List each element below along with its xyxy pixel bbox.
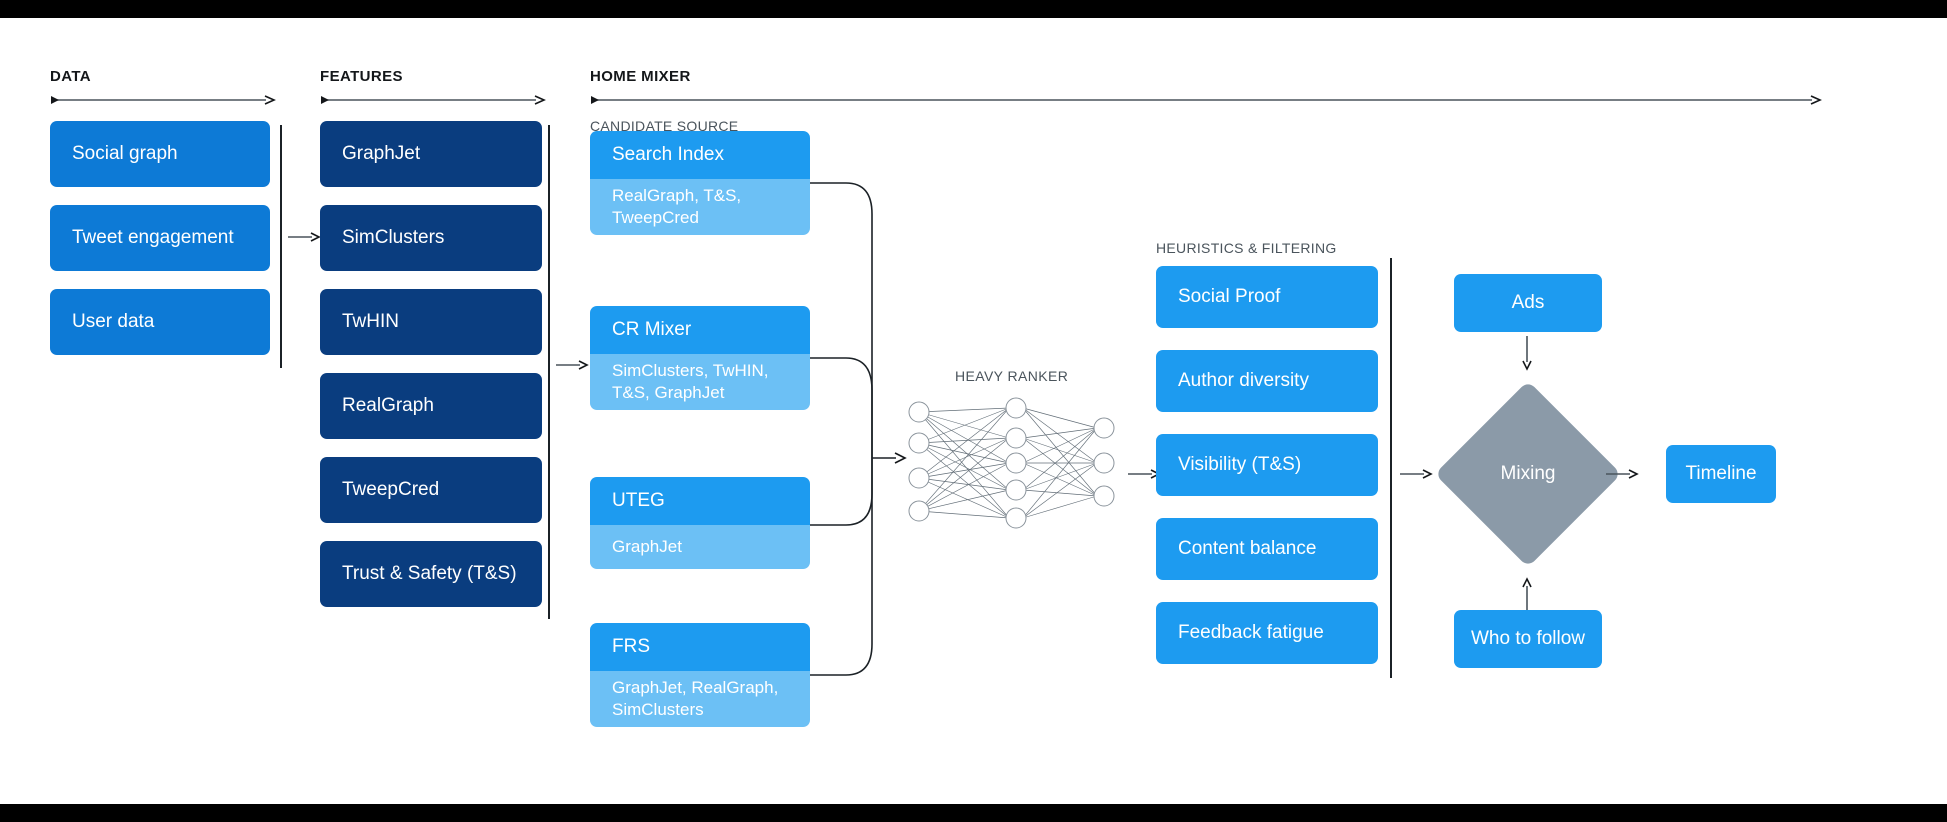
letterbox-bottom	[0, 804, 1947, 822]
feature-box-2[interactable]: TwHIN	[320, 289, 542, 355]
candidate-source-title: Search Index	[590, 131, 810, 179]
sublabel-heuristics: HEURISTICS & FILTERING	[1156, 240, 1337, 256]
candidate-source-features: SimClusters, TwHIN, T&S, GraphJet	[590, 354, 810, 410]
section-arrow-features	[320, 95, 546, 105]
data-box-2[interactable]: User data	[50, 289, 270, 355]
divider-features-mixer	[548, 125, 550, 619]
feature-box-label: Trust & Safety (T&S)	[342, 563, 517, 585]
who-to-follow-label: Who to follow	[1470, 628, 1586, 650]
candidate-source-features: GraphJet, RealGraph, SimClusters	[590, 671, 810, 727]
heuristic-box-1[interactable]: Author diversity	[1156, 350, 1378, 412]
divider-data-features	[280, 125, 282, 368]
heuristic-box-2[interactable]: Visibility (T&S)	[1156, 434, 1378, 496]
data-box-1[interactable]: Tweet engagement	[50, 205, 270, 271]
feature-box-label: SimClusters	[342, 227, 445, 249]
heuristic-box-label: Visibility (T&S)	[1178, 454, 1302, 476]
sublabel-heavy-ranker: HEAVY RANKER	[955, 368, 1069, 384]
mixing-diamond[interactable]: Mixing	[1434, 380, 1622, 568]
ads-box[interactable]: Ads	[1454, 274, 1602, 332]
data-box-label: Tweet engagement	[72, 227, 234, 249]
feature-box-label: TwHIN	[342, 311, 399, 333]
section-label-features: FEATURES	[320, 68, 403, 85]
heuristic-box-0[interactable]: Social Proof	[1156, 266, 1378, 328]
feature-box-label: GraphJet	[342, 143, 421, 165]
arrow-ads-to-mixing	[1521, 336, 1533, 371]
heuristic-box-label: Content balance	[1178, 538, 1317, 560]
data-box-label: Social graph	[72, 143, 178, 165]
section-arrow-data	[50, 95, 276, 105]
feature-box-label: RealGraph	[342, 395, 434, 417]
diagram-canvas: DATA FEATURES HOME MIXER CA	[0, 18, 1947, 804]
arrow-heuristics-to-mixing	[1400, 468, 1433, 480]
feature-box-1[interactable]: SimClusters	[320, 205, 542, 271]
mixing-label: Mixing	[1500, 463, 1556, 484]
heuristic-box-3[interactable]: Content balance	[1156, 518, 1378, 580]
feature-box-5[interactable]: Trust & Safety (T&S)	[320, 541, 542, 607]
ads-label: Ads	[1511, 292, 1545, 314]
heavy-ranker-network	[905, 397, 1120, 529]
heuristic-box-label: Feedback fatigue	[1178, 622, 1324, 644]
candidate-source-title: FRS	[590, 623, 810, 671]
candidate-source-0[interactable]: Search Index RealGraph, T&S, TweepCred	[590, 131, 810, 235]
timeline-label: Timeline	[1685, 463, 1757, 485]
feature-box-4[interactable]: TweepCred	[320, 457, 542, 523]
sublabel-candidate-source: CANDIDATE SOURCE	[590, 118, 739, 134]
who-to-follow-box[interactable]: Who to follow	[1454, 610, 1602, 668]
feature-box-0[interactable]: GraphJet	[320, 121, 542, 187]
arrow-mixing-to-timeline	[1606, 468, 1639, 480]
data-box-0[interactable]: Social graph	[50, 121, 270, 187]
heuristic-box-label: Author diversity	[1178, 370, 1309, 392]
arrow-wtf-to-mixing	[1521, 577, 1533, 612]
arrow-features-to-candidates	[556, 359, 589, 371]
candidate-source-title: UTEG	[590, 477, 810, 525]
heuristic-box-4[interactable]: Feedback fatigue	[1156, 602, 1378, 664]
section-arrow-home-mixer	[590, 95, 1822, 105]
section-label-home-mixer: HOME MIXER	[590, 68, 691, 85]
feature-box-label: TweepCred	[342, 479, 440, 501]
timeline-box[interactable]: Timeline	[1666, 445, 1776, 503]
candidate-source-title: CR Mixer	[590, 306, 810, 354]
section-label-data: DATA	[50, 68, 92, 85]
feature-box-3[interactable]: RealGraph	[320, 373, 542, 439]
candidate-source-1[interactable]: CR Mixer SimClusters, TwHIN, T&S, GraphJ…	[590, 306, 810, 410]
candidate-source-features: RealGraph, T&S, TweepCred	[590, 179, 810, 235]
arrow-data-to-features	[288, 231, 321, 243]
letterbox-top	[0, 0, 1947, 18]
candidate-source-2[interactable]: UTEG GraphJet	[590, 477, 810, 569]
divider-heuristics-output	[1390, 258, 1392, 678]
heuristic-box-label: Social Proof	[1178, 286, 1281, 308]
data-box-label: User data	[72, 311, 155, 333]
candidate-source-features: GraphJet	[590, 525, 810, 569]
candidate-source-3[interactable]: FRS GraphJet, RealGraph, SimClusters	[590, 623, 810, 727]
